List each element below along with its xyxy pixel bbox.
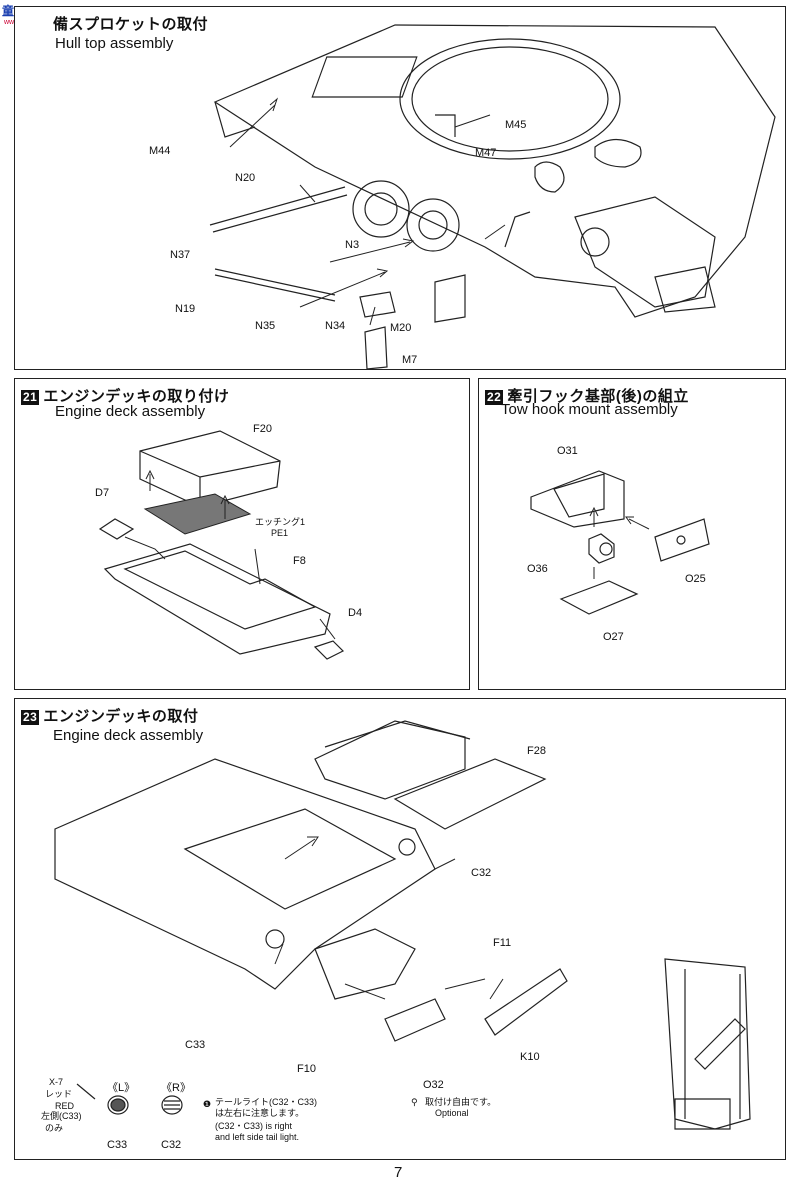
tow-hook-drawing [530,470,710,615]
part-label-n34: N34 [325,320,346,332]
warning-icon: ❶ [203,1099,212,1109]
part-label-f10: F10 [297,1063,316,1075]
part-label-f8: F8 [293,555,306,567]
paint-note-jp: レッド [45,1089,73,1099]
hull-top-drawing [209,24,776,370]
step-20-panel: 備スプロケットの取付 Hull top assembly [14,6,786,370]
optional-note-jp: 取付け自由です。 [425,1097,497,1107]
step-21-number: 21 [21,390,40,405]
optional-note-en: Optional [435,1108,469,1118]
paint-note-en: RED [55,1101,75,1111]
step-20-title-en: Hull top assembly [55,35,174,52]
tail-light-note-en1: (C32・C33) is right [215,1121,293,1131]
step-23-title-en: Engine deck assembly [53,727,204,744]
part-label-n35: N35 [255,320,276,332]
bottom-part-c33: C33 [107,1139,128,1151]
etching-note-jp: エッチング1 [255,517,306,527]
part-label-d4: D4 [348,607,363,619]
part-label-o31: O31 [557,445,578,457]
part-label-o32: O32 [423,1079,444,1091]
page-number: 7 [394,1164,403,1181]
part-label-n37: N37 [170,249,191,261]
part-label-o27: O27 [603,631,624,643]
bottom-part-c32: C32 [161,1139,182,1151]
part-label-m44: M44 [149,145,171,157]
paint-note-only: のみ [45,1123,64,1133]
step-20-title-jp: 備スプロケットの取付 [53,16,209,33]
part-label-d7: D7 [95,487,110,499]
paint-note-code: X-7 [49,1077,64,1087]
step-22-title-en: Tow hook mount assembly [501,401,678,418]
part-label-n20: N20 [235,172,256,184]
part-label-o36: O36 [527,563,548,575]
part-label-m47: M47 [475,147,497,159]
part-label-o25: O25 [685,573,706,585]
etching-note-en: PE1 [271,528,289,538]
step-23-number: 23 [21,710,40,725]
part-label-n3: N3 [345,239,360,251]
engine-deck-install-drawing [54,720,751,1130]
part-label-m20: M20 [390,322,412,334]
left-side-label: 《L》 [107,1082,136,1094]
part-label-m45: M45 [505,119,527,131]
part-label-m7: M7 [402,354,418,366]
part-label-f20: F20 [253,423,272,435]
tail-light-note-jp: テールライト(C32・C33) [215,1097,318,1107]
right-side-label: 《R》 [161,1082,191,1094]
paint-note-side: 左側(C33) [41,1111,82,1121]
engine-deck-drawing [98,430,345,660]
part-label-n19: N19 [175,303,196,315]
tail-light-note-en2: and left side tail light. [215,1132,300,1142]
part-label-k10: K10 [520,1051,540,1063]
optional-icon: ⚲ [411,1097,418,1107]
part-label-f11: F11 [493,937,512,949]
part-label-f28: F28 [527,745,546,757]
tail-light-note-jp2: は左右に注意します。 [215,1108,305,1118]
step-22-number: 22 [485,390,504,405]
part-label-c32: C32 [471,867,492,879]
step-21-title-en: Engine deck assembly [55,403,206,420]
part-label-c33: C33 [185,1039,206,1051]
